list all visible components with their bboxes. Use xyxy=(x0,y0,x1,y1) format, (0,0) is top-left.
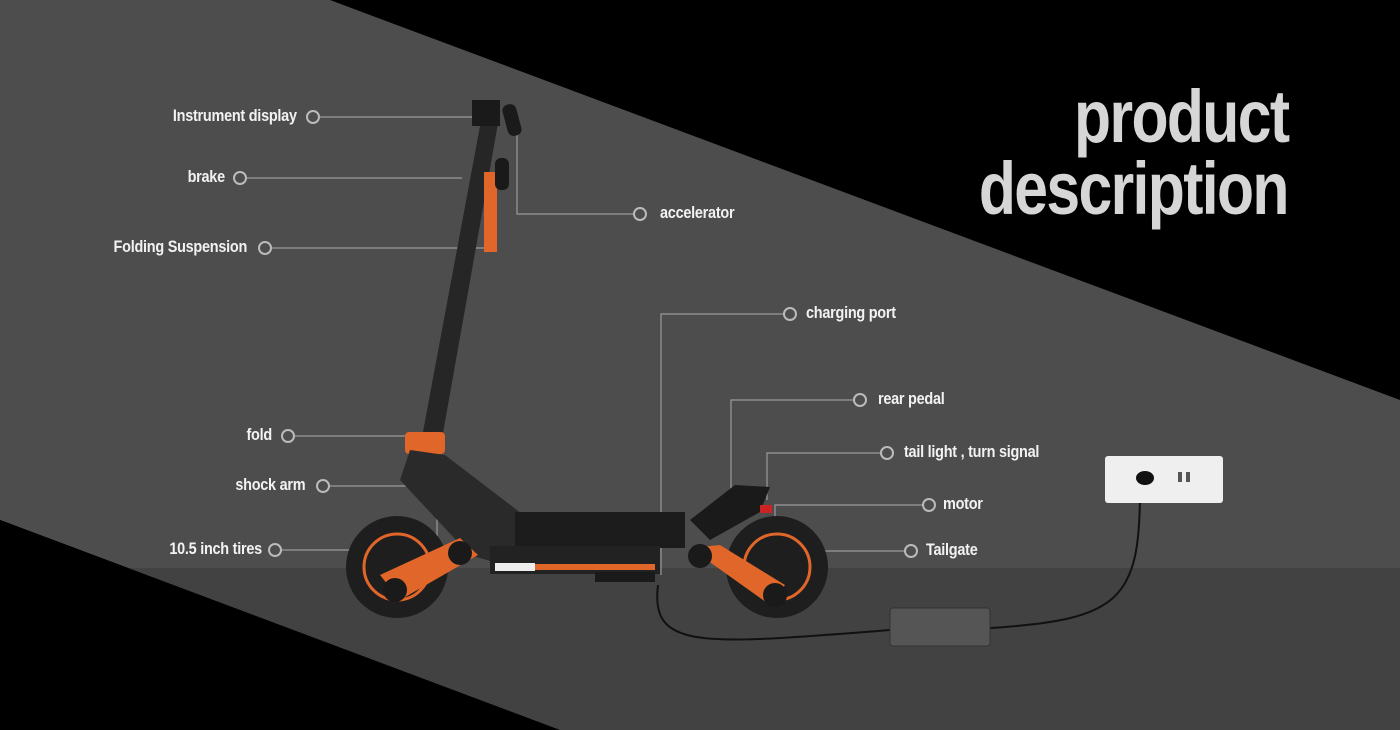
label-tailgate: Tailgate xyxy=(926,540,978,559)
label-accelerator: accelerator xyxy=(660,203,735,222)
rear-pedal xyxy=(690,485,770,540)
scooter xyxy=(346,100,828,618)
label-brake: brake xyxy=(187,167,226,186)
rear-shock-arm xyxy=(690,545,785,605)
fold-clamp xyxy=(405,432,445,454)
label-charging-port: charging port xyxy=(806,303,896,322)
charger-brick xyxy=(889,607,991,647)
label-motor: motor xyxy=(943,494,983,513)
stem xyxy=(420,110,500,450)
stem-strap xyxy=(484,172,497,252)
label-fold: fold xyxy=(246,425,273,444)
wall-outlet xyxy=(1105,456,1223,503)
charger-cable xyxy=(656,584,891,641)
label-dots xyxy=(233,110,936,558)
label-shock-arm: shock arm xyxy=(235,475,305,494)
instrument-display xyxy=(472,100,500,126)
label-folding-suspension: Folding Suspension xyxy=(113,237,248,256)
front-wheel xyxy=(346,516,448,618)
label-instrument-display: Instrument display xyxy=(173,106,297,125)
label-rear-pedal: rear pedal xyxy=(878,389,945,408)
floor xyxy=(128,568,1400,730)
label-tail-light: tail light , turn signal xyxy=(904,442,1040,461)
title-product: product xyxy=(1073,75,1290,158)
leader-lines xyxy=(246,116,923,575)
label-tires: 10.5 inch tires xyxy=(169,539,262,558)
rear-wheel xyxy=(726,516,828,618)
title-description: description xyxy=(978,147,1290,230)
deck xyxy=(515,512,685,548)
